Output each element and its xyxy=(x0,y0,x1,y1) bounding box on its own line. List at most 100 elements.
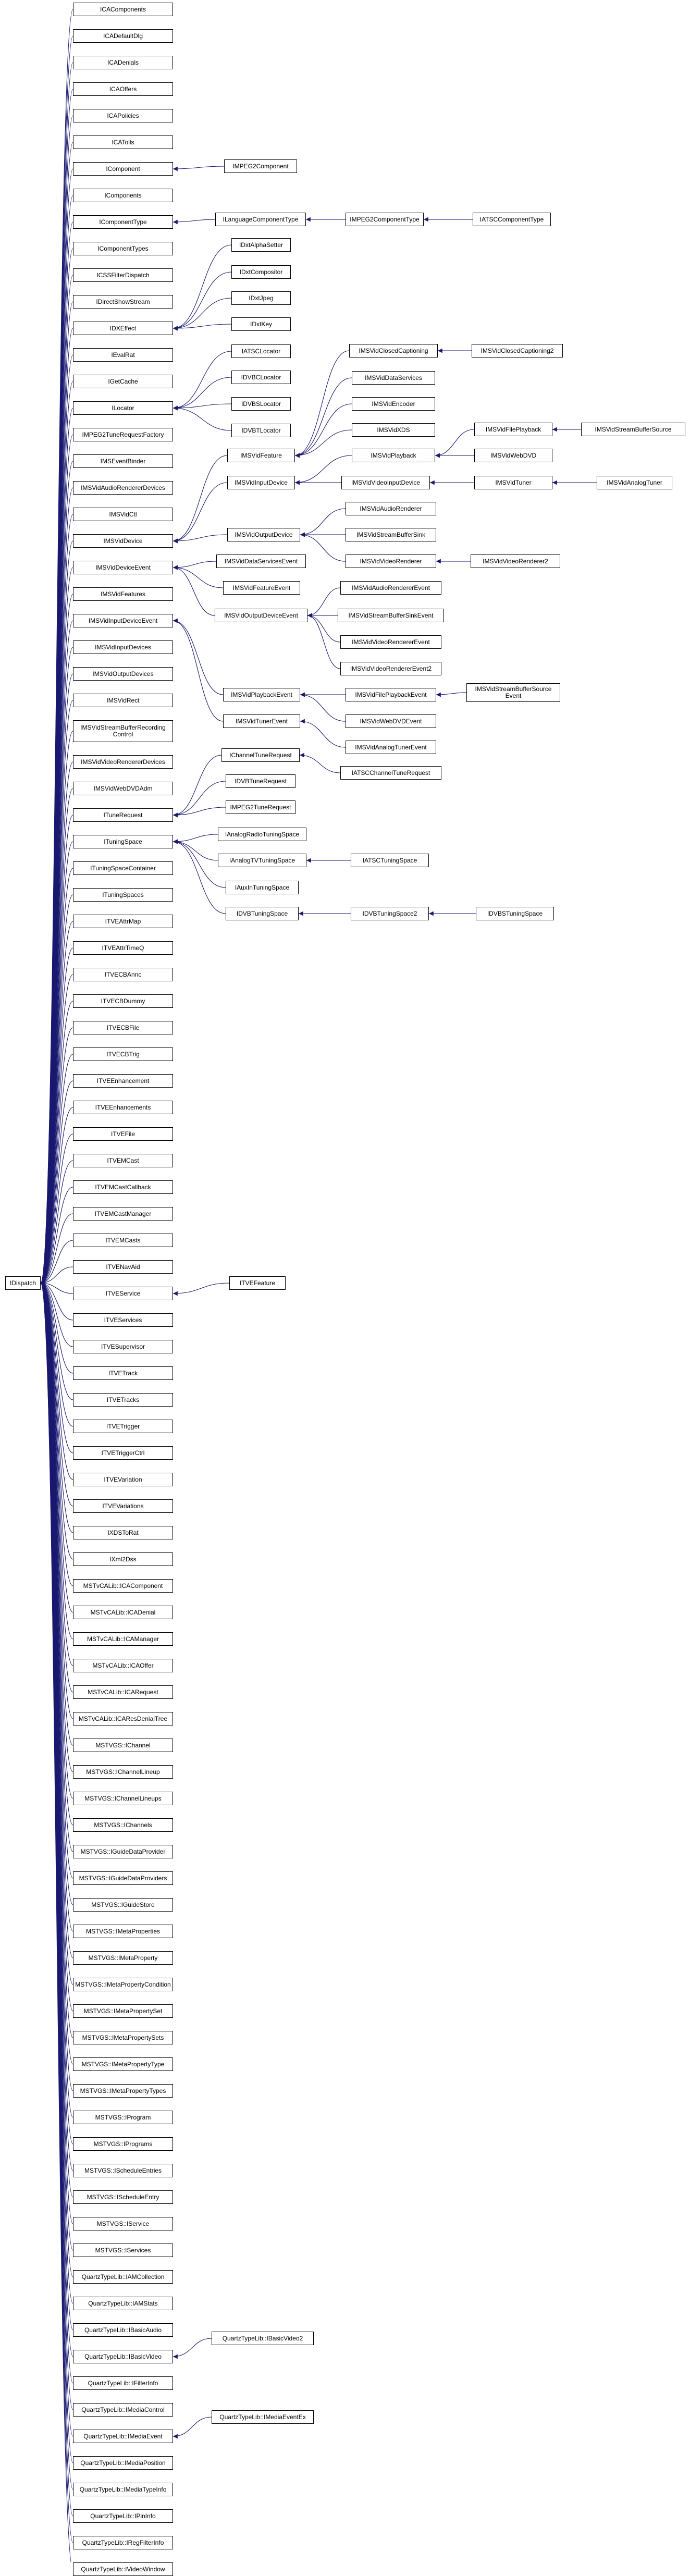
class-node-mstvca-icadenial[interactable]: MSTvCALib::ICADenial xyxy=(73,1606,173,1619)
class-node-itunerequest[interactable]: ITuneRequest xyxy=(73,808,173,822)
class-node-imsvidplaybackevent[interactable]: IMSVidPlaybackEvent xyxy=(223,688,300,701)
class-node-imsvidvideoinputdevice[interactable]: IMSVidVideoInputDevice xyxy=(341,476,430,489)
class-node-mstvca-icaoffer[interactable]: MSTvCALib::ICAOffer xyxy=(73,1659,173,1672)
class-node-mstvca-icacomponent[interactable]: MSTvCALib::ICAComponent xyxy=(73,1579,173,1593)
class-node-iatsclocator[interactable]: IATSCLocator xyxy=(231,344,291,358)
class-node-imsvidfeatures[interactable]: IMSVidFeatures xyxy=(73,587,173,601)
class-node-mstvca-icaresdenialtree[interactable]: MSTvCALib::ICAResDenialTree xyxy=(73,1712,173,1725)
class-node-icadefaultdlg[interactable]: ICADefaultDlg xyxy=(73,29,173,43)
class-node-idxtjpeg[interactable]: IDxtJpeg xyxy=(231,291,291,305)
class-node-imsvidinputdeviceevent[interactable]: IMSVidInputDeviceEvent xyxy=(73,614,173,627)
class-node-imsvidvideorenderer2[interactable]: IMSVidVideoRenderer2 xyxy=(471,554,560,568)
class-node-mstvgs-iprogram[interactable]: MSTVGS::IProgram xyxy=(73,2111,173,2124)
class-node-itvetrack[interactable]: ITVETrack xyxy=(73,1366,173,1380)
class-node-mstvgs-ichannels[interactable]: MSTVGS::IChannels xyxy=(73,1818,173,1832)
class-node-itveenhancements[interactable]: ITVEEnhancements xyxy=(73,1101,173,1114)
class-node-itvevariation[interactable]: ITVEVariation xyxy=(73,1473,173,1486)
class-node-imsvidvideorenderer[interactable]: IMSVidVideoRenderer xyxy=(346,554,436,568)
class-node-idvbtunerequest[interactable]: IDVBTuneRequest xyxy=(226,774,295,788)
class-node-mstvgs-ichannel[interactable]: MSTVGS::IChannel xyxy=(73,1739,173,1752)
class-node-iatscchanneltunerequest[interactable]: IATSCChannelTuneRequest xyxy=(340,766,441,780)
class-node-idxtkey[interactable]: IDxtKey xyxy=(231,317,291,331)
class-node-itvevariations[interactable]: ITVEVariations xyxy=(73,1499,173,1513)
class-node-qtl-iamstats[interactable]: QuartzTypeLib::IAMStats xyxy=(73,2297,173,2310)
class-node-mstvgs-iprograms[interactable]: MSTVGS::IPrograms xyxy=(73,2137,173,2151)
class-node-ianalogtvtuningspace[interactable]: IAnalogTVTuningSpace xyxy=(218,854,306,867)
class-node-imsvidoutputdevice[interactable]: IMSVidOutputDevice xyxy=(227,528,300,541)
class-node-icomponenttypes[interactable]: IComponentTypes xyxy=(73,242,173,255)
class-node-impeg2tunerequestfactory[interactable]: IMPEG2TuneRequestFactory xyxy=(73,428,173,441)
class-node-imsvidoutputdeviceevent[interactable]: IMSVidOutputDeviceEvent xyxy=(215,609,307,622)
class-node-ituningspaces[interactable]: ITuningSpaces xyxy=(73,888,173,902)
class-node-imsvidstreambuffersourceevent[interactable]: IMSVidStreamBufferSource Event xyxy=(466,683,560,702)
class-node-imsviddevice[interactable]: IMSVidDevice xyxy=(73,534,173,548)
class-node-iauxintuningspace[interactable]: IAuxInTuningSpace xyxy=(226,881,299,894)
class-node-icapolicies[interactable]: ICAPolicies xyxy=(73,109,173,122)
class-node-mstvgs-imetapropertyset[interactable]: MSTVGS::IMetaPropertySet xyxy=(73,2004,173,2018)
class-node-idvbtlocator[interactable]: IDVBTLocator xyxy=(231,424,291,437)
class-node-qtl-imediatypeinfo[interactable]: QuartzTypeLib::IMediaTypeInfo xyxy=(73,2483,173,2496)
class-node-imsviddataservicesevent[interactable]: IMSVidDataServicesEvent xyxy=(216,554,306,568)
class-node-itveservices[interactable]: ITVEServices xyxy=(73,1313,173,1327)
class-node-imsvidaudiorenderer[interactable]: IMSVidAudioRenderer xyxy=(346,502,436,515)
class-node-imsvidtunerevent[interactable]: IMSVidTunerEvent xyxy=(223,714,300,728)
class-node-qtl-ibasicvideo2[interactable]: QuartzTypeLib::IBasicVideo2 xyxy=(212,2332,314,2345)
class-node-imsvidtuner[interactable]: IMSVidTuner xyxy=(474,476,552,489)
class-node-ichanneltunerequest[interactable]: IChannelTuneRequest xyxy=(221,748,300,762)
class-node-imsvidctl[interactable]: IMSVidCtl xyxy=(73,508,173,521)
class-node-mstvgs-imetapropertycondition[interactable]: MSTVGS::IMetaPropertyCondition xyxy=(73,1978,173,1991)
class-node-imsvidwebdvdevent[interactable]: IMSVidWebDVDEvent xyxy=(346,714,436,728)
class-node-ixml2dss[interactable]: IXml2Dss xyxy=(73,1552,173,1566)
class-node-imsvidencoder[interactable]: IMSVidEncoder xyxy=(352,397,435,411)
class-node-qtl-ipininfo[interactable]: QuartzTypeLib::IPinInfo xyxy=(73,2509,173,2523)
class-node-imsvidxds[interactable]: IMSVidXDS xyxy=(352,423,435,437)
class-node-iatsccomponenttype[interactable]: IATSCComponentType xyxy=(473,213,551,226)
class-node-ianalogradiotuningspace[interactable]: IAnalogRadioTuningSpace xyxy=(218,828,306,841)
class-node-imsvidinputdevices[interactable]: IMSVidInputDevices xyxy=(73,640,173,654)
class-node-mstvgs-iservice[interactable]: MSTVGS::IService xyxy=(73,2217,173,2230)
class-node-imsvidstreambuffersinkevent[interactable]: IMSVidStreamBufferSinkEvent xyxy=(338,609,444,622)
class-node-itvenavaid[interactable]: ITVENavAid xyxy=(73,1260,173,1274)
class-node-imsvidanalogtuner[interactable]: IMSVidAnalogTuner xyxy=(597,476,672,489)
class-node-imseventbinder[interactable]: IMSEventBinder xyxy=(73,454,173,468)
class-node-itvetriggerctrl[interactable]: ITVETriggerCtrl xyxy=(73,1446,173,1460)
class-node-icacomponents[interactable]: ICAComponents xyxy=(73,3,173,16)
class-node-mstvgs-imetapropertytype[interactable]: MSTVGS::IMetaPropertyType xyxy=(73,2057,173,2071)
class-node-ituningspacecontainer[interactable]: ITuningSpaceContainer xyxy=(73,861,173,875)
class-node-imsvidaudiorendererevent[interactable]: IMSVidAudioRendererEvent xyxy=(340,581,441,595)
class-node-itvemcastcallback[interactable]: ITVEMCastCallback xyxy=(73,1180,173,1194)
class-node-imsvidinputdevice[interactable]: IMSVidInputDevice xyxy=(227,476,295,489)
class-node-imsvidstreambuffersource[interactable]: IMSVidStreamBufferSource xyxy=(581,423,685,436)
class-node-icomponenttype[interactable]: IComponentType xyxy=(73,215,173,229)
class-node-itvecbfile[interactable]: ITVECBFile xyxy=(73,1021,173,1034)
class-node-imsvidstreambufferrecordingcontrol[interactable]: IMSVidStreamBufferRecording Control xyxy=(73,720,173,742)
class-node-imsvidplayback[interactable]: IMSVidPlayback xyxy=(352,449,435,462)
class-node-itvecbtrig[interactable]: ITVECBTrig xyxy=(73,1047,173,1061)
class-node-qtl-ibasicaudio[interactable]: QuartzTypeLib::IBasicAudio xyxy=(73,2323,173,2337)
class-node-mstvgs-iguidedataproviders[interactable]: MSTVGS::IGuideDataProviders xyxy=(73,1871,173,1885)
class-node-idirectshowstream[interactable]: IDirectShowStream xyxy=(73,295,173,309)
class-node-idxtcompositor[interactable]: IDxtCompositor xyxy=(231,265,291,279)
class-node-impeg2component[interactable]: IMPEG2Component xyxy=(224,159,297,173)
class-node-ievalrat[interactable]: IEvalRat xyxy=(73,348,173,362)
class-node-mstvgs-ichannellineups[interactable]: MSTVGS::IChannelLineups xyxy=(73,1792,173,1805)
class-node-imsvidclosedcaptioning2[interactable]: IMSVidClosedCaptioning2 xyxy=(472,344,563,358)
class-node-itvefeature[interactable]: ITVEFeature xyxy=(229,1276,286,1290)
class-node-idvbstuningspace[interactable]: IDVBSTuningSpace xyxy=(476,907,554,920)
class-node-imsvidrect[interactable]: IMSVidRect xyxy=(73,694,173,707)
class-node-itvemcast[interactable]: ITVEMCast xyxy=(73,1154,173,1167)
class-node-itvecbannc[interactable]: ITVECBAnnc xyxy=(73,968,173,981)
class-node-mstvgs-iguidedataprovider[interactable]: MSTVGS::IGuideDataProvider xyxy=(73,1845,173,1858)
class-node-qtl-ivideowindow[interactable]: QuartzTypeLib::IVideoWindow xyxy=(73,2562,173,2576)
class-node-icssfilterdispatch[interactable]: ICSSFilterDispatch xyxy=(73,268,173,282)
class-node-imsvidfileplaybackevent[interactable]: IMSVidFilePlaybackEvent xyxy=(346,688,436,701)
class-node-imsviddeviceevent[interactable]: IMSVidDeviceEvent xyxy=(73,561,173,574)
class-node-qtl-iamcollection[interactable]: QuartzTypeLib::IAMCollection xyxy=(73,2270,173,2284)
class-node-imsvidfeatureevent[interactable]: IMSVidFeatureEvent xyxy=(223,581,300,595)
class-node-ituningspace[interactable]: ITuningSpace xyxy=(73,835,173,848)
class-node-imsvidanalogtunerevent[interactable]: IMSVidAnalogTunerEvent xyxy=(346,741,436,754)
class-node-ixdstorat[interactable]: IXDSToRat xyxy=(73,1526,173,1539)
class-node-imsvidwebdvd[interactable]: IMSVidWebDVD xyxy=(474,449,552,462)
class-node-icadenials[interactable]: ICADenials xyxy=(73,56,173,69)
class-node-mstvgs-ischeduleentry[interactable]: MSTVGS::IScheduleEntry xyxy=(73,2190,173,2204)
